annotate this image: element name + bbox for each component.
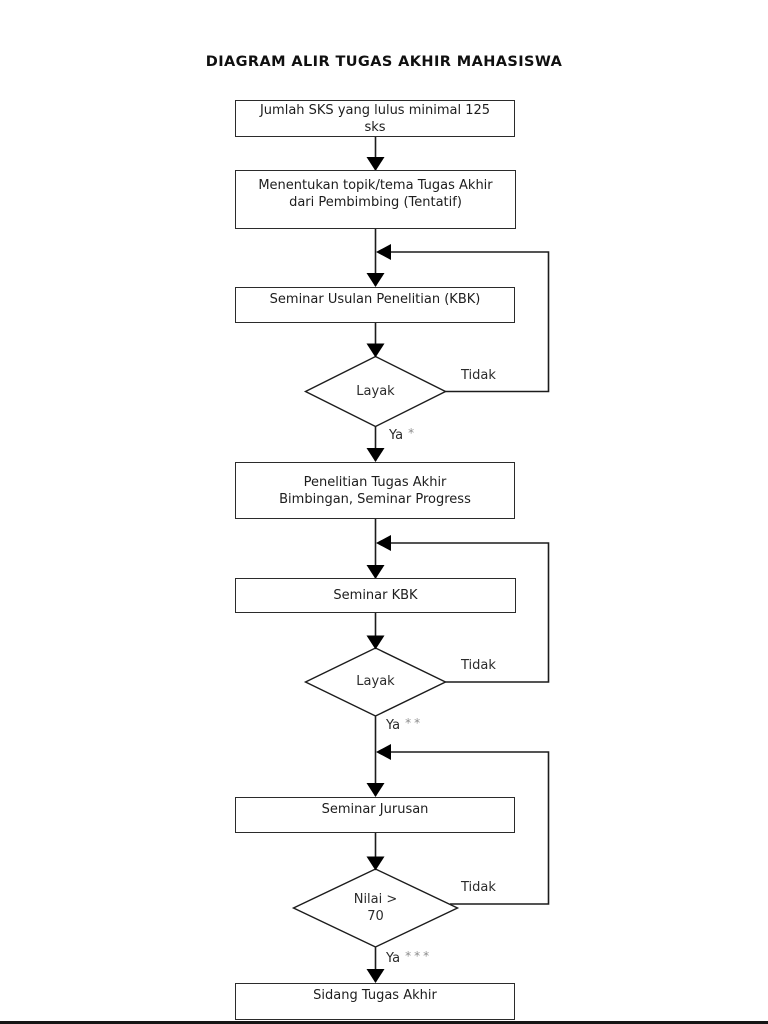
diagram-title: DIAGRAM ALIR TUGAS AKHIR MAHASISWA <box>205 54 563 70</box>
flow-box-seminar-jurusan: Seminar Jurusan <box>235 797 515 833</box>
ya-note: * <box>408 426 418 440</box>
decision-diamond-layak-2 <box>303 647 448 717</box>
decision-diamond-layak-1 <box>303 355 448 428</box>
arrowheads <box>366 157 391 983</box>
flow-box-seminar-usulan: Seminar Usulan Penelitian (KBK) <box>235 287 515 323</box>
decision-label-layak-2: Layak <box>356 674 395 689</box>
decision-label-layak-1: Layak <box>356 384 395 399</box>
ya-text: Ya <box>386 951 401 966</box>
edge-label-ya-3: Ya *** <box>386 949 432 966</box>
flow-box-sks: Jumlah SKS yang lulus minimal 125 sks <box>235 100 515 137</box>
ya-text: Ya <box>386 718 401 733</box>
edge-label-tidak-2: Tidak <box>461 658 496 673</box>
page-edge-bottom <box>0 1021 768 1024</box>
ya-note: *** <box>405 949 433 963</box>
edge-label-ya-2: Ya ** <box>386 716 423 733</box>
flow-box-penelitian: Penelitian Tugas Akhir Bimbingan, Semina… <box>235 462 515 519</box>
flow-box-seminar-kbk: Seminar KBK <box>235 578 516 613</box>
decision-diamond-nilai <box>291 868 460 948</box>
decision-label-nilai: Nilai > 70 <box>353 892 398 924</box>
edge-label-tidak-1: Tidak <box>461 368 496 383</box>
ya-text: Ya <box>389 428 404 443</box>
decision-diamonds <box>291 355 460 948</box>
edge-label-tidak-3: Tidak <box>461 880 496 895</box>
edge-label-ya-1: Ya * <box>389 426 417 443</box>
feedback-loops <box>378 251 550 905</box>
flow-box-sidang: Sidang Tugas Akhir <box>235 983 515 1020</box>
flow-box-topik: Menentukan topik/tema Tugas Akhir dari P… <box>235 170 516 229</box>
ya-note: ** <box>405 716 424 730</box>
